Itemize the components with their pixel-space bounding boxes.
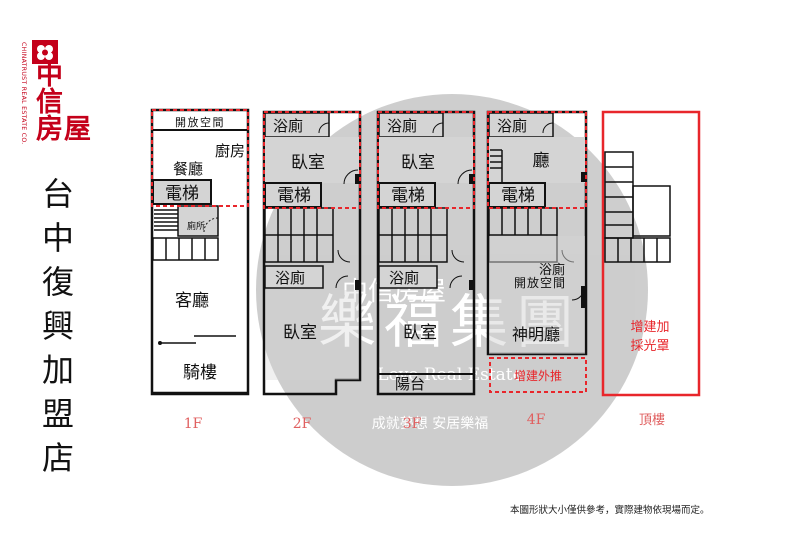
label-open-space: 開放空間 bbox=[514, 275, 566, 290]
brand-char-1: 中 bbox=[36, 60, 63, 91]
label-bedroom-2: 臥室 bbox=[283, 323, 317, 343]
bath-room-1 bbox=[378, 112, 444, 138]
brand-char-2: 信 bbox=[36, 87, 63, 118]
watermark-disc bbox=[256, 94, 648, 486]
store-char: 加 bbox=[41, 351, 74, 389]
brand-char-3: 房 bbox=[36, 114, 63, 145]
label-bedroom-1: 臥室 bbox=[401, 153, 435, 173]
label-dining: 餐廳 bbox=[173, 160, 203, 178]
red-outline bbox=[151, 109, 249, 207]
store-name: 台 中 復 興 加 盟 店 bbox=[36, 172, 80, 480]
door-jamb bbox=[581, 286, 585, 308]
floor-1f: 開放空間 廚房 餐廳 電梯 廁所 客廳 騎樓 1F bbox=[150, 108, 250, 432]
store-char: 中 bbox=[41, 219, 74, 257]
chinatrust-flower-icon bbox=[32, 40, 58, 64]
floor-label-2f: 2F bbox=[293, 416, 312, 432]
label-bedroom-1: 臥室 bbox=[291, 153, 325, 173]
elevator-shaft bbox=[264, 182, 322, 208]
door-swing bbox=[335, 275, 349, 289]
door-swing bbox=[203, 217, 219, 233]
toilet-room bbox=[177, 205, 219, 237]
door-jamb bbox=[469, 280, 473, 290]
label-elevator: 電梯 bbox=[277, 186, 311, 206]
stairs bbox=[152, 209, 219, 261]
door-swing bbox=[542, 122, 554, 134]
floor-3f: 浴廁 臥室 電梯 浴廁 臥室 陽台 3F bbox=[376, 110, 476, 432]
label-shrine: 神明廳 bbox=[512, 325, 560, 344]
roof-structure bbox=[604, 151, 671, 263]
label-bath-2: 浴廁 bbox=[539, 262, 565, 278]
store-char: 店 bbox=[41, 439, 74, 477]
floor-label-3f: 3F bbox=[403, 416, 422, 432]
bath-room-2 bbox=[264, 265, 324, 289]
label-bedroom-2: 臥室 bbox=[403, 323, 437, 343]
bedroom-1 bbox=[379, 137, 473, 183]
floor-label-roof: 頂樓 bbox=[639, 413, 665, 428]
label-elevator: 電梯 bbox=[391, 186, 425, 206]
door-jamb bbox=[355, 280, 359, 290]
door-swing bbox=[318, 122, 330, 134]
floor-label-4f: 4F bbox=[527, 412, 546, 428]
brand-logo-block: CHINATRUST REAL ESTATE CO. 中 信 房 屋 bbox=[18, 40, 98, 160]
bedroom-1 bbox=[265, 137, 359, 183]
floor-2f-outline bbox=[262, 110, 362, 396]
label-bath-2: 浴廁 bbox=[389, 269, 419, 287]
open-space-room bbox=[489, 236, 585, 354]
door-jamb bbox=[355, 174, 359, 184]
door-jamb bbox=[469, 174, 473, 184]
door-swing bbox=[457, 169, 473, 185]
stairs-small bbox=[490, 149, 503, 182]
red-outline bbox=[487, 111, 587, 209]
label-extension: 增建外推 bbox=[514, 369, 562, 383]
door-jamb bbox=[581, 172, 585, 182]
store-char: 台 bbox=[41, 175, 74, 213]
interior-dot bbox=[158, 341, 162, 345]
floor-roof: 增建加 採光罩 頂樓 bbox=[601, 110, 701, 428]
door-swing bbox=[432, 122, 444, 134]
floor-4f: 浴廁 廳 電梯 浴廁 開放空間 神明廳 增建外推 4F bbox=[486, 110, 588, 428]
label-elevator: 電梯 bbox=[165, 184, 199, 204]
label-hall: 廳 bbox=[533, 151, 550, 171]
door-swing bbox=[337, 249, 351, 263]
store-char: 興 bbox=[41, 307, 74, 345]
door-swing bbox=[343, 169, 359, 185]
label-living: 客廳 bbox=[175, 291, 209, 311]
hall-room bbox=[489, 137, 585, 183]
store-char: 盟 bbox=[41, 395, 74, 433]
label-elevator: 電梯 bbox=[501, 186, 535, 206]
brand-char-4: 屋 bbox=[64, 114, 91, 145]
label-kitchen: 廚房 bbox=[215, 142, 245, 160]
disclaimer-note: 本圖形狀大小僅供參考，實際建物依現場而定。 bbox=[510, 505, 710, 516]
label-bath-1: 浴廁 bbox=[273, 117, 303, 135]
label-balcony: 陽台 bbox=[395, 375, 425, 393]
watermark-line2: 成就夢想 安居樂福 bbox=[372, 415, 488, 432]
roof-note-line1: 增建加 bbox=[630, 320, 669, 335]
label-toilet: 廁所 bbox=[187, 220, 205, 232]
floor-label-1f: 1F bbox=[184, 416, 203, 432]
label-open-space: 開放空間 bbox=[175, 115, 225, 129]
door-swing bbox=[451, 249, 465, 263]
store-char: 復 bbox=[41, 263, 74, 301]
bath-room-2 bbox=[378, 265, 438, 289]
label-bath-2: 浴廁 bbox=[275, 269, 305, 287]
red-outline bbox=[263, 111, 361, 209]
roof-outline bbox=[601, 110, 701, 397]
label-bath-1: 浴廁 bbox=[387, 117, 417, 135]
label-arcade: 騎樓 bbox=[183, 363, 217, 383]
door-swing bbox=[449, 275, 463, 289]
bedroom-2 bbox=[265, 290, 359, 380]
red-outline bbox=[377, 111, 475, 209]
roof-note-line2: 採光罩 bbox=[630, 339, 669, 354]
label-bath-1: 浴廁 bbox=[497, 117, 527, 135]
extension-box bbox=[489, 357, 587, 393]
brand-subtitle: CHINATRUST REAL ESTATE CO. bbox=[20, 42, 27, 145]
floor-2f: 浴廁 臥室 電梯 浴廁 臥室 2F bbox=[262, 110, 362, 432]
